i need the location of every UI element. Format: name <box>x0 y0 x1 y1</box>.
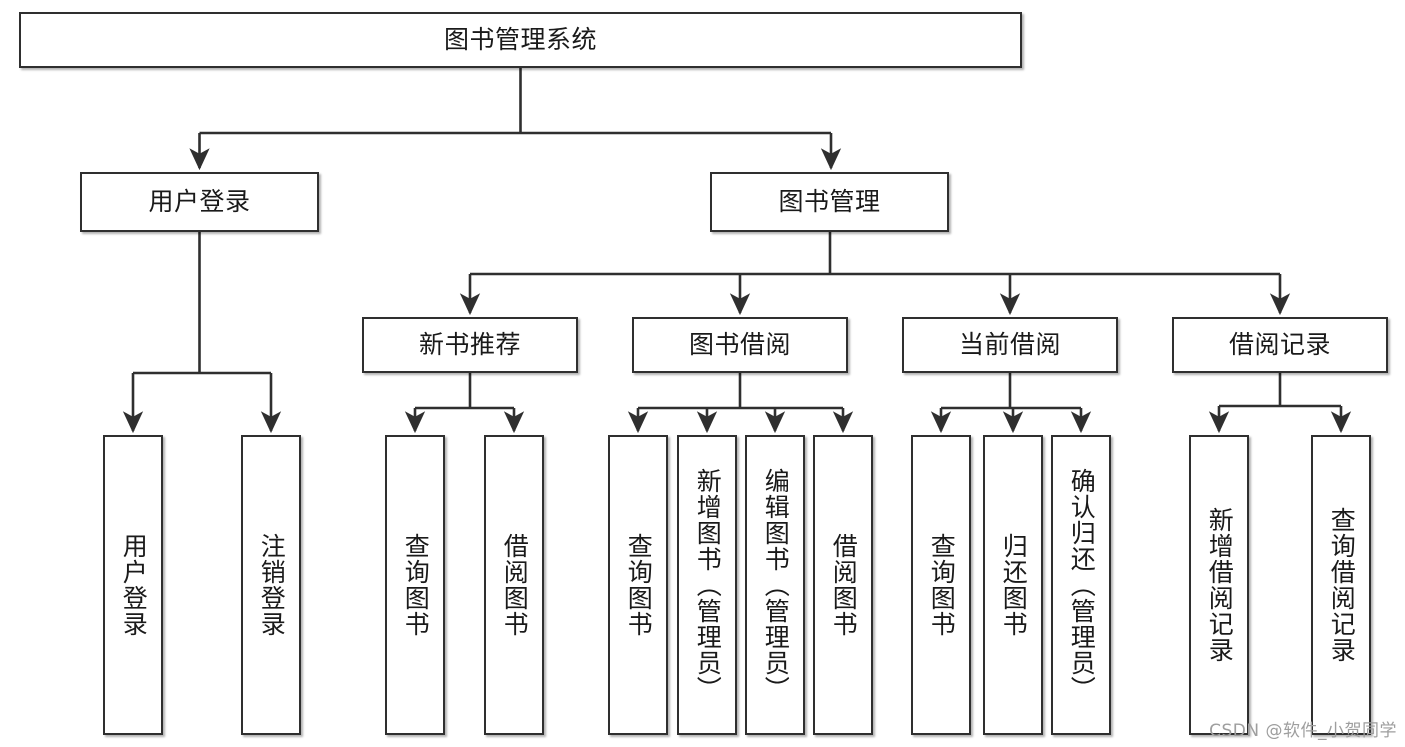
node-borrow-records[interactable]: 借阅记录 <box>1172 317 1388 373</box>
watermark-text: CSDN @软件_小贺同学 <box>1209 721 1397 741</box>
leaf-user-login-label: 用户登录 <box>119 533 149 637</box>
node-book-management[interactable]: 图书管理 <box>710 172 949 232</box>
node-current-borrow[interactable]: 当前借阅 <box>902 317 1118 373</box>
leaf-query-books-current[interactable]: 查询图书 <box>911 435 971 735</box>
node-current-borrow-label: 当前借阅 <box>958 329 1061 359</box>
leaf-query-borrow-record-label: 查询借阅记录 <box>1327 507 1357 663</box>
leaf-borrow-books-new[interactable]: 借阅图书 <box>484 435 544 735</box>
leaf-logout-label: 注销登录 <box>257 533 287 637</box>
node-user-login[interactable]: 用户登录 <box>80 172 319 232</box>
leaf-user-login[interactable]: 用户登录 <box>103 435 163 735</box>
leaf-query-books-new[interactable]: 查询图书 <box>385 435 445 735</box>
node-root[interactable]: 图书管理系统 <box>19 12 1022 68</box>
leaf-confirm-return-admin-label: 确认归还（管理员） <box>1067 468 1097 702</box>
node-new-book-recommend[interactable]: 新书推荐 <box>362 317 578 373</box>
leaf-add-borrow-record[interactable]: 新增借阅记录 <box>1189 435 1249 735</box>
leaf-edit-book-admin-label: 编辑图书（管理员） <box>761 468 791 702</box>
leaf-borrow-books[interactable]: 借阅图书 <box>813 435 873 735</box>
leaf-confirm-return-admin[interactable]: 确认归还（管理员） <box>1051 435 1111 735</box>
leaf-borrow-books-label: 借阅图书 <box>829 533 859 637</box>
node-borrow-records-label: 借阅记录 <box>1228 329 1331 359</box>
node-new-book-recommend-label: 新书推荐 <box>418 329 521 359</box>
leaf-add-book-admin-label: 新增图书（管理员） <box>693 468 723 702</box>
leaf-edit-book-admin[interactable]: 编辑图书（管理员） <box>745 435 805 735</box>
leaf-add-book-admin[interactable]: 新增图书（管理员） <box>677 435 737 735</box>
node-user-login-label: 用户登录 <box>148 186 251 216</box>
leaf-query-books-borrow-label: 查询图书 <box>624 533 654 637</box>
node-root-label: 图书管理系统 <box>443 24 597 54</box>
leaf-query-borrow-record[interactable]: 查询借阅记录 <box>1311 435 1371 735</box>
leaf-query-books-current-label: 查询图书 <box>927 533 957 637</box>
leaf-return-books[interactable]: 归还图书 <box>983 435 1043 735</box>
leaf-logout[interactable]: 注销登录 <box>241 435 301 735</box>
node-book-management-label: 图书管理 <box>778 186 881 216</box>
leaf-query-books-borrow[interactable]: 查询图书 <box>608 435 668 735</box>
node-book-borrow-label: 图书借阅 <box>688 329 791 359</box>
leaf-return-books-label: 归还图书 <box>999 533 1029 637</box>
leaf-query-books-new-label: 查询图书 <box>401 533 431 637</box>
leaf-borrow-books-new-label: 借阅图书 <box>500 533 530 637</box>
leaf-add-borrow-record-label: 新增借阅记录 <box>1205 507 1235 663</box>
node-book-borrow[interactable]: 图书借阅 <box>632 317 848 373</box>
